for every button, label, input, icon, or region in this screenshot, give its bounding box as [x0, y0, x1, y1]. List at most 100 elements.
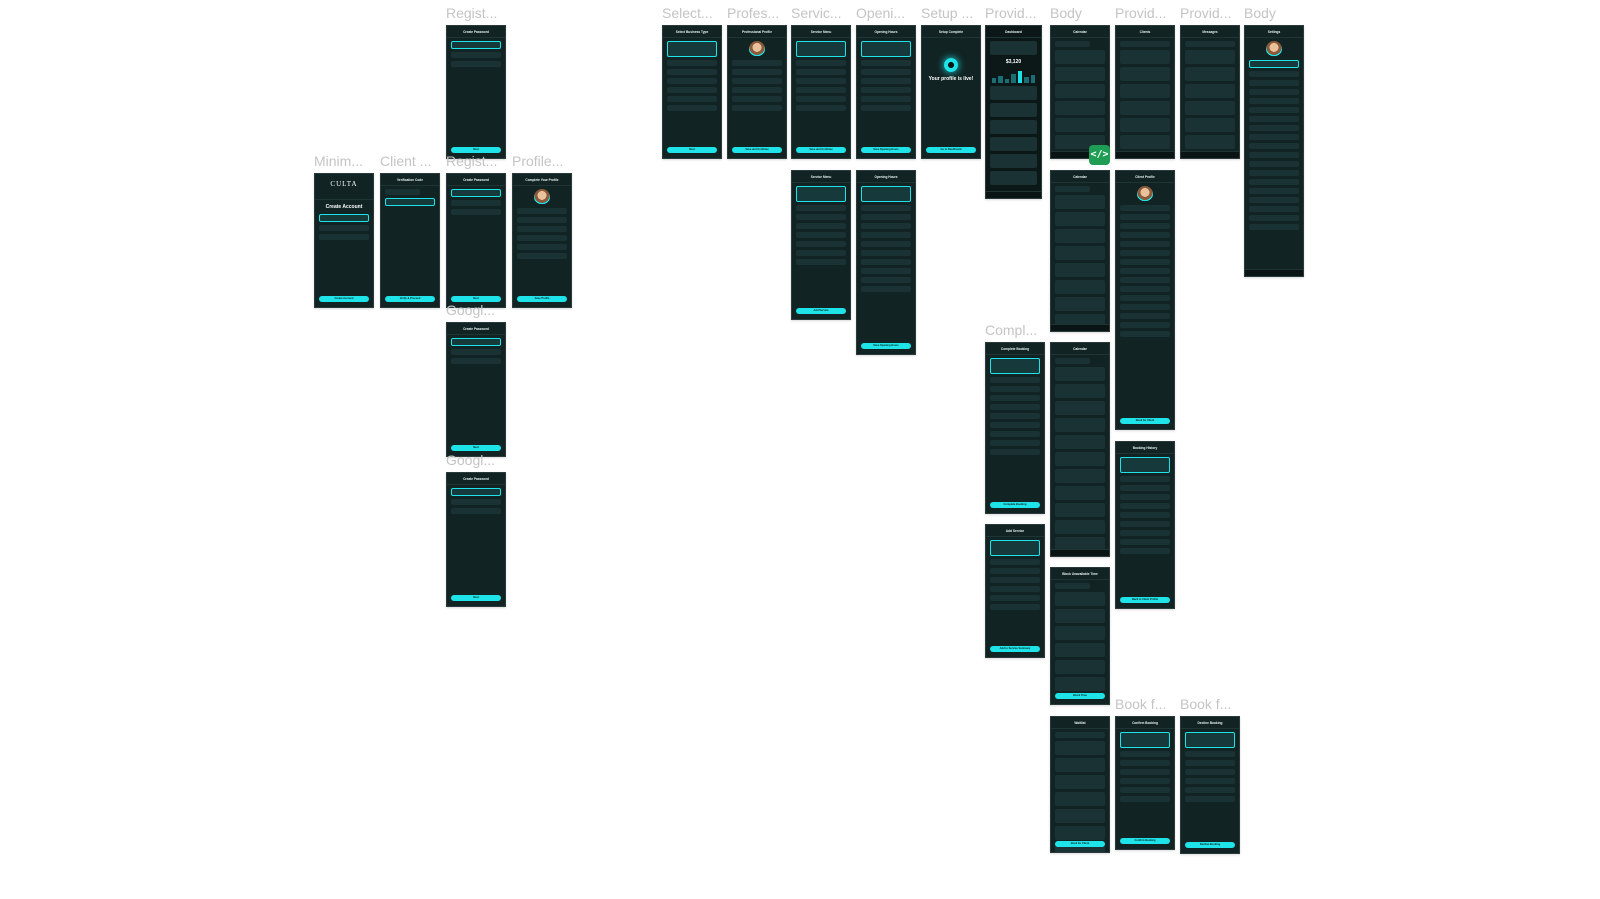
frame-label[interactable]: Provid...: [985, 5, 1037, 21]
content-row: [861, 286, 911, 292]
content-row: [990, 404, 1040, 410]
content-row: [1185, 135, 1235, 149]
frame-label[interactable]: Profes...: [727, 5, 780, 21]
content-row: [1185, 760, 1235, 766]
frame-label[interactable]: Profile...: [512, 153, 564, 169]
content-row: [1055, 418, 1105, 432]
bottom-nav-bar[interactable]: [1181, 151, 1239, 158]
screen-frame[interactable]: Calendar: [1050, 342, 1110, 557]
content-row: [1185, 796, 1235, 802]
frame-label[interactable]: Body: [1244, 5, 1276, 21]
avatar[interactable]: [1266, 41, 1282, 57]
content-row: [517, 226, 567, 232]
primary-button[interactable]: Add Service: [796, 308, 846, 314]
bottom-nav-bar[interactable]: [1245, 269, 1303, 276]
primary-button[interactable]: Save Profile: [517, 296, 567, 302]
bottom-nav-bar[interactable]: [986, 191, 1041, 198]
primary-button[interactable]: Save and Continue: [796, 147, 846, 153]
frame-label[interactable]: Provid...: [1115, 5, 1167, 21]
bottom-nav-bar[interactable]: [1116, 151, 1174, 158]
primary-button[interactable]: Go to Dashboard: [926, 147, 976, 153]
frame-label[interactable]: Provid...: [1180, 5, 1232, 21]
primary-button[interactable]: Save Opening Hours: [861, 343, 911, 349]
primary-button[interactable]: Next: [667, 147, 717, 153]
content-row: [990, 377, 1040, 383]
primary-button[interactable]: Save and Continue: [732, 147, 782, 153]
frame-label[interactable]: Client ...: [380, 153, 432, 169]
screen-title: Create Password: [463, 327, 489, 331]
content-row: [990, 154, 1037, 168]
primary-button[interactable]: Complete Booking: [990, 502, 1040, 508]
code-icon[interactable]: </>: [1089, 145, 1110, 165]
bottom-nav-bar[interactable]: [1051, 151, 1109, 158]
frame-label[interactable]: Book f...: [1180, 696, 1232, 712]
content-row: [990, 120, 1037, 134]
avatar[interactable]: [749, 41, 765, 57]
screen-frame[interactable]: Calendar: [1050, 25, 1110, 159]
bottom-nav-bar[interactable]: [1051, 549, 1109, 556]
bottom-nav-bar[interactable]: [1051, 324, 1109, 331]
primary-button[interactable]: Confirm Booking: [1120, 838, 1170, 844]
frame-label[interactable]: Book f...: [1115, 696, 1167, 712]
primary-button[interactable]: Book for Client: [1055, 841, 1105, 847]
primary-button[interactable]: Block Time: [1055, 693, 1105, 699]
primary-button[interactable]: Decline Booking: [1185, 842, 1235, 848]
content-row: [1120, 732, 1170, 748]
frame-label[interactable]: Select...: [662, 5, 713, 21]
primary-button[interactable]: Next: [451, 296, 501, 302]
primary-button[interactable]: Next: [451, 445, 501, 451]
frame-label[interactable]: Googl...: [446, 452, 496, 468]
avatar[interactable]: [534, 189, 550, 205]
frame-label[interactable]: Regist...: [446, 5, 498, 21]
primary-button[interactable]: Create Account: [319, 296, 369, 302]
frame-label[interactable]: Minim...: [314, 153, 363, 169]
frame-label[interactable]: Servic...: [791, 5, 842, 21]
content-row: [1120, 485, 1170, 491]
frame-label[interactable]: Regist...: [446, 153, 498, 169]
screen-frame[interactable]: Clients: [1115, 25, 1175, 159]
screen-frame[interactable]: Dashboard$3,120: [985, 25, 1042, 199]
divider: [1051, 37, 1109, 38]
primary-button[interactable]: Next: [451, 595, 501, 601]
screen-frame[interactable]: Messages: [1180, 25, 1240, 159]
primary-button[interactable]: Save Opening Hours: [861, 147, 911, 153]
frame-label[interactable]: Openi...: [856, 5, 906, 21]
primary-button[interactable]: Book for Client: [1120, 418, 1170, 424]
frame-label[interactable]: Compl...: [985, 322, 1038, 338]
frame-label[interactable]: Googl...: [446, 302, 496, 318]
content-row: [1055, 67, 1105, 81]
screen-frame[interactable]: Settings: [1244, 25, 1304, 277]
frame-label[interactable]: Body: [1050, 5, 1082, 21]
primary-button[interactable]: Next: [451, 147, 501, 153]
frame-label[interactable]: Setup ...: [921, 5, 974, 21]
primary-button[interactable]: Back to Client Profile: [1120, 597, 1170, 603]
screen-frame[interactable]: Calendar: [1050, 170, 1110, 332]
content-row: [796, 78, 846, 84]
primary-button[interactable]: Add to Service Summary: [990, 646, 1040, 652]
avatar[interactable]: [1137, 186, 1153, 202]
bar: [1030, 75, 1035, 83]
primary-button[interactable]: Verify & Proceed: [385, 296, 435, 302]
